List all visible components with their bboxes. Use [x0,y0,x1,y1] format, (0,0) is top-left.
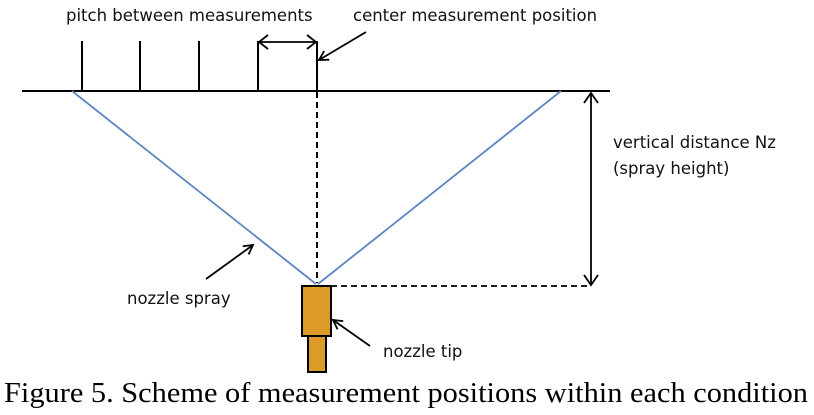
nozzle-tip-pointer-arrow [331,318,371,347]
spray-height-label: (spray height) [613,159,729,178]
nozzle-spray-pointer-arrow [205,243,255,280]
spray-cone-left [71,90,317,285]
center-pointer-arrow [317,31,367,61]
figure-caption: Figure 5. Scheme of measurement position… [4,378,808,409]
measurement-ticks [81,41,318,91]
spray-cone-right [317,90,562,285]
center-position-label: center measurement position [353,6,597,25]
nozzle-stem [307,335,327,373]
nozzle-spray-label: nozzle spray [127,289,231,308]
nozzle-tip-body [301,285,332,337]
pitch-double-arrow [257,34,318,50]
nozzle [301,285,332,373]
nozzle-tip-label: nozzle tip [383,342,462,361]
vertical-distance-double-arrow [583,91,599,287]
vertical-distance-label: vertical distance Nz [613,133,776,152]
pitch-label: pitch between measurements [66,6,313,25]
